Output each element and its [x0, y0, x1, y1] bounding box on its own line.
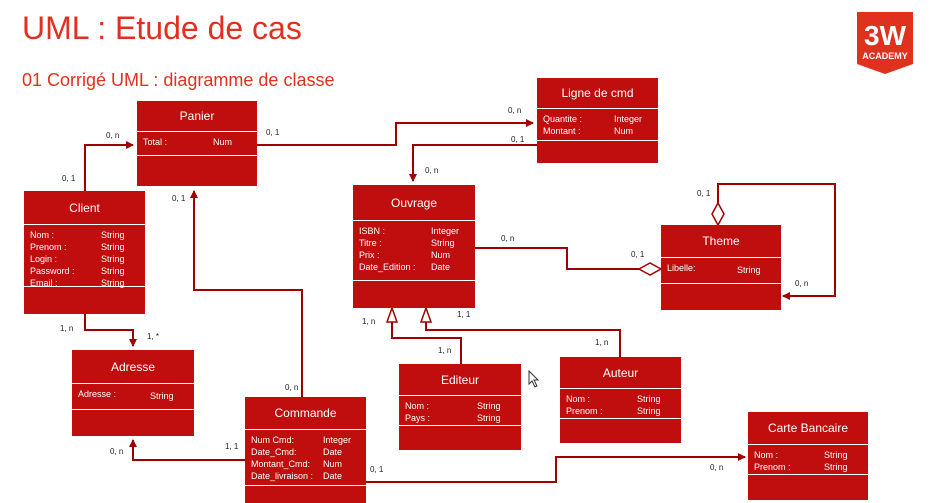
client-panier-association	[84, 141, 134, 191]
multiplicity-label: 0, 1	[62, 174, 76, 183]
class-name: Ligne de cmd	[537, 78, 658, 109]
class-name: Ouvrage	[353, 185, 475, 221]
theme-self-aggregation-diamond	[711, 201, 725, 227]
diagram-subtitle: 01 Corrigé UML : diagramme de classe	[22, 70, 335, 90]
ligne-ouvrage-association	[409, 144, 537, 182]
class-name: Commande	[245, 397, 366, 430]
class-editeur[interactable]: Editeur Nom :String Pays :String	[399, 364, 521, 450]
class-panier[interactable]: Panier Total : Num	[137, 101, 257, 186]
multiplicity-label: 0, n	[501, 234, 515, 243]
commande-panier-association	[190, 190, 303, 397]
class-name: Auteur	[560, 357, 681, 389]
client-adresse-association	[84, 314, 137, 347]
multiplicity-label: 0, n	[508, 106, 522, 115]
multiplicity-label: 1, n	[60, 324, 74, 333]
class-adresse[interactable]: Adresse Adresse :String	[72, 350, 194, 436]
multiplicity-label: 0, 1	[511, 135, 525, 144]
class-name: Adresse	[72, 350, 194, 384]
attribute-list: Quantite :Integer Montant :Num	[537, 109, 658, 141]
class-name: Panier	[137, 101, 257, 132]
logo-sub-text: ACADEMY	[862, 51, 908, 61]
attribute-list: Nom :String Prenom :String	[560, 389, 681, 419]
logo-main-text: 3W	[864, 20, 907, 51]
commande-adresse-association	[129, 439, 245, 461]
attribute-list: Nom :String Pays :String	[399, 396, 521, 426]
multiplicity-label: 1, 1	[457, 310, 471, 319]
class-carte-bancaire[interactable]: Carte Bancaire Nom :String Prenom :Strin…	[748, 412, 868, 500]
class-commande[interactable]: Commande Num Cmd:Integer Date_Cmd:Date M…	[245, 397, 366, 503]
multiplicity-label: 0, n	[795, 279, 809, 288]
auteur-ouvrage-inheritance	[425, 322, 621, 357]
multiplicity-label: 1, n	[595, 338, 609, 347]
attribute-list: Num Cmd:Integer Date_Cmd:Date Montant_Cm…	[245, 430, 366, 486]
class-name: Client	[24, 191, 145, 225]
3w-academy-logo: 3W ACADEMY	[857, 12, 913, 74]
multiplicity-label: 1, n	[438, 346, 452, 355]
class-name: Carte Bancaire	[748, 412, 868, 445]
auteur-inheritance-triangle	[419, 305, 433, 323]
multiplicity-label: 0, n	[285, 383, 299, 392]
multiplicity-label: 1, *	[147, 332, 160, 341]
attribute-list: Adresse :String	[72, 384, 194, 410]
attr-type: Num	[213, 137, 233, 147]
commande-carte-association	[366, 453, 746, 483]
theme-self-association	[717, 183, 836, 300]
multiplicity-label: 0, 1	[172, 194, 186, 203]
multiplicity-label: 0, n	[425, 166, 439, 175]
multiplicity-label: 1, n	[362, 317, 376, 326]
class-name: Theme	[661, 225, 781, 258]
page-title: UML : Etude de cas	[22, 10, 302, 46]
theme-aggregation-diamond	[637, 262, 663, 276]
attribute-list: Nom :String Prenom :String Login :String…	[24, 225, 145, 288]
attribute-list: Libelle:String	[661, 258, 781, 284]
multiplicity-label: 0, 1	[697, 189, 711, 198]
panier-ligne-association	[257, 119, 534, 146]
multiplicity-label: 0, 1	[631, 250, 645, 259]
multiplicity-label: 0, n	[106, 131, 120, 140]
class-theme[interactable]: Theme Libelle:String	[661, 225, 781, 310]
multiplicity-label: 0, n	[110, 447, 124, 456]
attribute-list: Nom :String Prenom :String	[748, 445, 868, 475]
multiplicity-label: 0, n	[710, 463, 724, 472]
class-ligne-de-cmd[interactable]: Ligne de cmd Quantite :Integer Montant :…	[537, 78, 658, 163]
attribute-list: ISBN :Integer Titre :String Prix :Num Da…	[353, 221, 475, 281]
class-client[interactable]: Client Nom :String Prenom :String Login …	[24, 191, 145, 314]
multiplicity-label: 0, 1	[370, 465, 384, 474]
ouvrage-theme-association	[475, 247, 639, 270]
editeur-ouvrage-inheritance	[391, 322, 462, 364]
mouse-cursor-icon	[528, 369, 540, 388]
attribute-list: Total : Num	[137, 132, 257, 156]
multiplicity-label: 1, 1	[225, 442, 239, 451]
class-auteur[interactable]: Auteur Nom :String Prenom :String	[560, 357, 681, 443]
attr-name: Total :	[143, 137, 168, 147]
class-name: Editeur	[399, 364, 521, 396]
class-ouvrage[interactable]: Ouvrage ISBN :Integer Titre :String Prix…	[353, 185, 475, 308]
multiplicity-label: 0, 1	[266, 128, 280, 137]
editeur-inheritance-triangle	[385, 305, 399, 323]
